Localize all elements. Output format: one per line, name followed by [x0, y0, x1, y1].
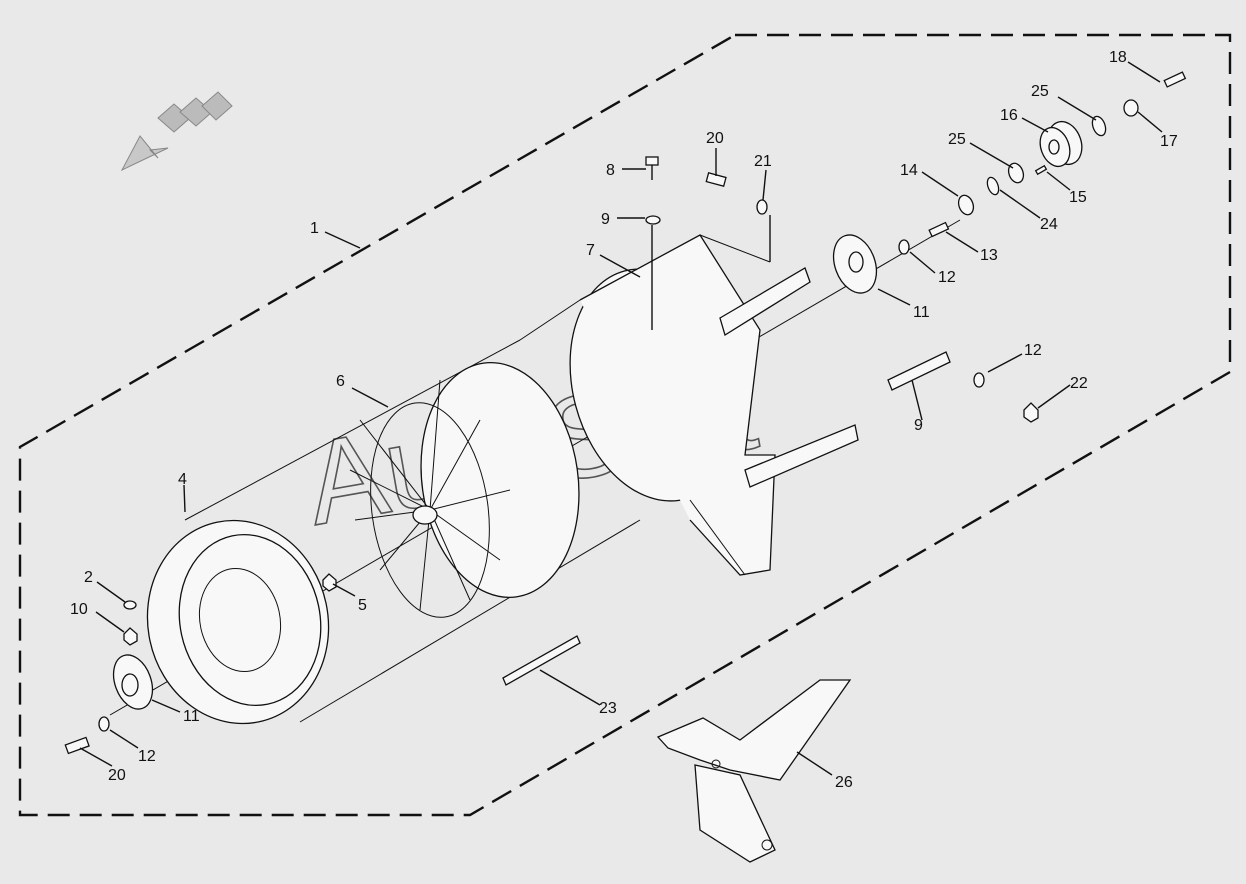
callout-8: 8 — [606, 162, 615, 179]
callout-12-mid: 12 — [938, 269, 956, 286]
callout-15: 15 — [1069, 189, 1087, 206]
flow-direction-arrow-icon — [120, 91, 233, 172]
key-bar — [502, 635, 581, 686]
callout-16: 16 — [1000, 107, 1018, 124]
callout-12-left: 12 — [138, 748, 156, 765]
callout-18: 18 — [1109, 49, 1127, 66]
callout-20-top: 20 — [706, 130, 724, 147]
callout-13: 13 — [980, 247, 998, 264]
callout-26: 26 — [835, 774, 853, 791]
bearing-flange-left — [112, 654, 154, 710]
callout-20-left: 20 — [108, 767, 126, 784]
callout-5: 5 — [358, 597, 367, 614]
callout-17: 17 — [1160, 133, 1178, 150]
callout-21: 21 — [754, 153, 772, 170]
callout-24: 24 — [1040, 216, 1058, 233]
scroll-housing — [519, 234, 859, 576]
hardware-fasteners — [64, 71, 1187, 755]
callout-25-lower: 25 — [948, 131, 966, 148]
callout-9-lower: 9 — [914, 417, 923, 434]
callout-2: 2 — [84, 569, 93, 586]
impeller-wheel — [349, 361, 580, 618]
inlet-ring-housing — [146, 339, 641, 725]
callout-1: 1 — [310, 220, 319, 237]
callout-7: 7 — [586, 242, 595, 259]
bearing-flange-right — [832, 234, 878, 294]
assembly-boundary — [18, 33, 1232, 817]
callout-10: 10 — [70, 601, 88, 618]
callout-22: 22 — [1070, 375, 1088, 392]
support-bracket — [656, 679, 852, 863]
pulley — [1039, 120, 1083, 168]
callout-6: 6 — [336, 373, 345, 390]
callout-12-right: 12 — [1024, 342, 1042, 359]
leader-lines — [79, 61, 1163, 776]
callout-11-right: 11 — [913, 304, 930, 321]
callout-14: 14 — [900, 162, 918, 179]
callout-labels: 1 2 4 5 6 7 8 9 9 10 11 11 12 12 12 13 1… — [70, 49, 1178, 791]
callout-9-upper: 9 — [601, 211, 610, 228]
callout-11-left: 11 — [183, 708, 200, 725]
callout-23: 23 — [599, 700, 617, 717]
callout-4: 4 — [178, 471, 187, 488]
callout-25-upper: 25 — [1031, 83, 1049, 100]
